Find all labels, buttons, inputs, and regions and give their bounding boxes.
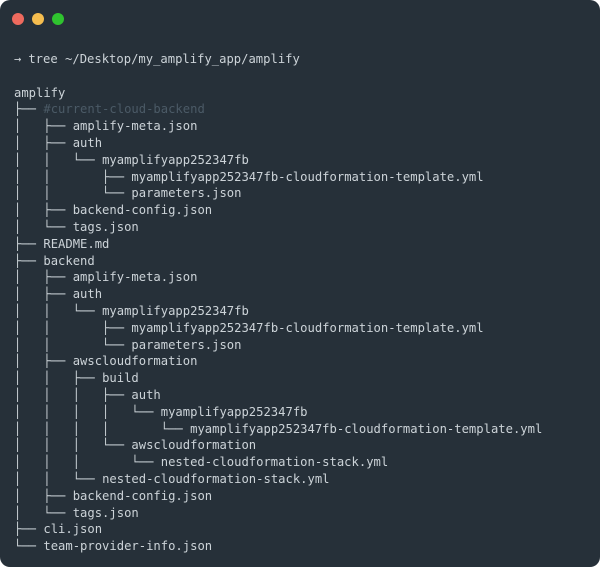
tree-line: │ │ ├── myamplifyapp252347fb-cloudformat…: [14, 320, 600, 337]
tree-line: amplify: [14, 85, 600, 102]
entry-name: README.md: [43, 236, 110, 251]
tree-branch-glyphs: │ │ ├──: [14, 169, 132, 184]
tree-branch-glyphs: ├──: [14, 236, 44, 251]
tree-branch-glyphs: ├──: [14, 253, 44, 268]
entry-name: parameters.json: [131, 186, 242, 201]
tree-line: │ │ └── myamplifyapp252347fb: [14, 152, 600, 169]
tree-branch-glyphs: │ │ └──: [14, 471, 103, 486]
entry-name: backend: [43, 253, 95, 268]
tree-line: │ └── tags.json: [14, 505, 600, 522]
tree-branch-glyphs: │ └──: [14, 219, 73, 234]
tree-line: │ │ ├── myamplifyapp252347fb-cloudformat…: [14, 169, 600, 186]
entry-name: #current-cloud-backend: [43, 102, 205, 117]
tree-line: │ ├── awscloudformation: [14, 353, 600, 370]
tree-branch-glyphs: │ │ │ └──: [14, 438, 132, 453]
entry-name: backend-config.json: [72, 203, 213, 218]
entry-name: awscloudformation: [131, 438, 257, 453]
tree-line: │ │ └── parameters.json: [14, 337, 600, 354]
entry-name: awscloudformation: [72, 354, 198, 369]
tree-branch-glyphs: │ ├──: [14, 135, 73, 150]
entry-name: auth: [72, 135, 103, 150]
tree-line: │ ├── backend-config.json: [14, 202, 600, 219]
tree-line: │ │ └── myamplifyapp252347fb: [14, 303, 600, 320]
tree-line: │ │ └── nested-cloudformation-stack.yml: [14, 471, 600, 488]
tree-branch-glyphs: ├──: [14, 522, 44, 537]
entry-name: amplify: [14, 85, 66, 100]
entry-name: myamplifyapp252347fb-cloudformation-temp…: [131, 169, 484, 184]
entry-name: team-provider-info.json: [43, 539, 213, 554]
entry-name: nested-cloudformation-stack.yml: [160, 455, 389, 470]
tree-line: │ │ │ └── awscloudformation: [14, 437, 600, 454]
tree-line: │ │ │ │ └── myamplifyapp252347fb-cloudfo…: [14, 421, 600, 438]
tree-line: │ ├── auth: [14, 135, 600, 152]
tree-branch-glyphs: │ ├──: [14, 287, 73, 302]
tree-branch-glyphs: │ │ │ └──: [14, 455, 161, 470]
entry-name: cli.json: [43, 522, 103, 537]
entry-name: auth: [131, 387, 161, 402]
tree-branch-glyphs: │ ├──: [14, 354, 73, 369]
tree-branch-glyphs: │ │ └──: [14, 303, 103, 318]
tree-line: ├── #current-cloud-backend: [14, 101, 600, 118]
entry-name: tags.json: [72, 219, 139, 234]
entry-name: auth: [72, 287, 103, 302]
tree-branch-glyphs: │ ├──: [14, 119, 73, 134]
tree-line: │ │ │ │ └── myamplifyapp252347fb: [14, 404, 600, 421]
entry-name: myamplifyapp252347fb: [102, 303, 249, 318]
prompt-arrow-icon: →: [14, 52, 22, 66]
tree-branch-glyphs: │ │ └──: [14, 337, 132, 352]
entry-name: myamplifyapp252347fb: [102, 152, 249, 167]
tree-branch-glyphs: └──: [14, 539, 44, 554]
tree-line: │ │ │ └── nested-cloudformation-stack.ym…: [14, 454, 600, 471]
command-text: tree ~/Desktop/my_amplify_app/amplify: [28, 52, 300, 66]
entry-name: myamplifyapp252347fb-cloudformation-temp…: [131, 320, 484, 335]
tree-branch-glyphs: │ │ ├──: [14, 320, 132, 335]
entry-name: tags.json: [72, 505, 139, 520]
tree-line: │ │ ├── build: [14, 370, 600, 387]
tree-line: │ ├── backend-config.json: [14, 488, 600, 505]
tree-line: └── team-provider-info.json: [14, 538, 600, 555]
entry-name: myamplifyapp252347fb-cloudformation-temp…: [190, 421, 543, 436]
tree-line: │ │ │ ├── auth: [14, 387, 600, 404]
tree-branch-glyphs: │ │ │ │ └──: [14, 404, 161, 419]
entry-name: parameters.json: [131, 337, 242, 352]
tree-branch-glyphs: │ │ └──: [14, 186, 132, 201]
window-titlebar: [12, 12, 600, 25]
tree-branch-glyphs: ├──: [14, 102, 44, 117]
entry-name: build: [102, 371, 139, 386]
tree-branch-glyphs: │ ├──: [14, 270, 73, 285]
tree-line: ├── backend: [14, 253, 600, 270]
zoom-button[interactable]: [52, 12, 64, 25]
tree-line: │ ├── amplify-meta.json: [14, 269, 600, 286]
tree-line: │ ├── amplify-meta.json: [14, 118, 600, 135]
tree-branch-glyphs: │ └──: [14, 505, 73, 520]
tree-branch-glyphs: │ │ │ ├──: [14, 387, 132, 402]
tree-line: ├── cli.json: [14, 521, 600, 538]
tree-output: amplify ├── #current-cloud-backend │ ├──…: [14, 85, 600, 555]
tree-branch-glyphs: │ │ └──: [14, 152, 103, 167]
entry-name: amplify-meta.json: [72, 270, 198, 285]
tree-line: │ ├── auth: [14, 286, 600, 303]
entry-name: amplify-meta.json: [72, 119, 198, 134]
tree-branch-glyphs: │ ├──: [14, 203, 73, 218]
entry-name: myamplifyapp252347fb: [160, 404, 308, 419]
tree-line: │ │ └── parameters.json: [14, 185, 600, 202]
minimize-button[interactable]: [32, 12, 44, 25]
tree-branch-glyphs: │ │ ├──: [14, 371, 103, 386]
command-line: → tree ~/Desktop/my_amplify_app/amplify: [14, 51, 600, 68]
tree-branch-glyphs: │ │ │ │ └──: [14, 421, 191, 436]
tree-branch-glyphs: │ ├──: [14, 488, 73, 503]
tree-line: │ └── tags.json: [14, 219, 600, 236]
close-button[interactable]: [12, 12, 24, 25]
entry-name: backend-config.json: [72, 488, 213, 503]
entry-name: nested-cloudformation-stack.yml: [102, 471, 330, 486]
tree-line: ├── README.md: [14, 236, 600, 253]
